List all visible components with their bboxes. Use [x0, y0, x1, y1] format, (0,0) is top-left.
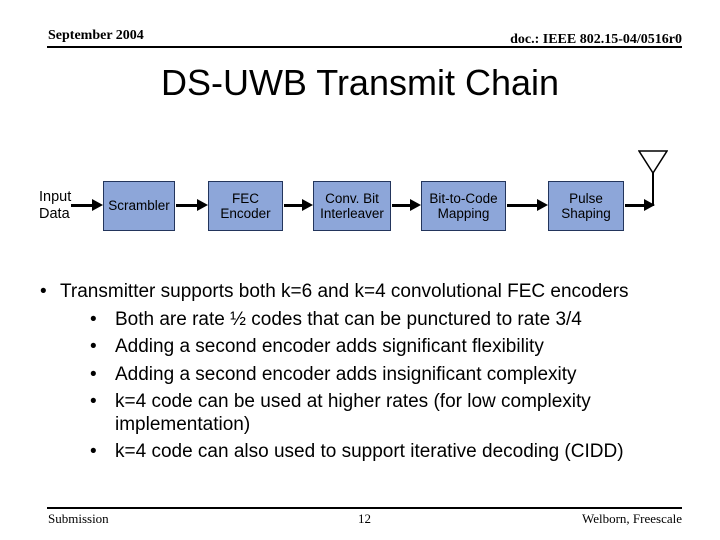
bullet-text: k=4 code can also used to support iterat…: [115, 441, 624, 462]
diagram-block-bit-to-code-mapping: Bit-to-Code Mapping: [421, 181, 506, 231]
bullet-text: Both are rate ½ codes that can be punctu…: [115, 308, 582, 330]
bullet-item: • Transmitter supports both k=6 and k=4 …: [40, 281, 685, 304]
slide-title: DS-UWB Transmit Chain: [160, 62, 560, 103]
flow-arrow-head: [302, 199, 313, 211]
flow-arrow-line: [625, 204, 646, 207]
antenna-feed-line: [652, 172, 654, 206]
bullet-marker: •: [90, 391, 97, 412]
block-label: Pulse Shaping: [561, 190, 611, 222]
footer-page-number: 12: [358, 511, 371, 526]
flow-arrow-line: [392, 204, 412, 207]
flow-arrow-line: [284, 204, 304, 207]
bullet-marker: •: [90, 441, 97, 462]
bullet-item: • Adding a second encoder adds insignifi…: [90, 364, 685, 387]
diagram-input-data-label: Input Data: [39, 189, 72, 222]
diagram-block-pulse-shaping: Pulse Shaping: [548, 181, 624, 231]
flow-arrow-line: [176, 204, 199, 207]
bullet-item: • Both are rate ½ codes that can be punc…: [90, 309, 685, 332]
flow-arrow-line: [507, 204, 539, 207]
bullet-text: Adding a second encoder adds significant…: [115, 336, 544, 357]
bullet-marker: •: [90, 336, 97, 357]
flow-arrow-line: [71, 204, 94, 207]
diagram-block-conv-bit-interleaver: Conv. Bit Interleaver: [313, 181, 391, 231]
block-label: Bit-to-Code Mapping: [429, 190, 498, 222]
header-doc-number: doc.: IEEE 802.15-04/0516r0: [510, 32, 682, 47]
bullet-marker: •: [90, 308, 97, 330]
footer-divider: [47, 507, 682, 509]
block-label: FEC Encoder: [220, 190, 271, 222]
bullet-text: Transmitter supports both k=6 and k=4 co…: [60, 281, 629, 302]
footer-author: Welborn, Freescale: [581, 511, 682, 526]
block-label: Scrambler: [108, 198, 170, 214]
diagram-block-scrambler: Scrambler: [103, 181, 175, 231]
flow-arrow-head: [537, 199, 548, 211]
bullet-item: • k=4 code can also used to support iter…: [90, 441, 685, 464]
bullet-item: • Adding a second encoder adds significa…: [90, 336, 685, 359]
header-divider: [47, 46, 682, 48]
bullet-list: • Transmitter supports both k=6 and k=4 …: [40, 281, 685, 469]
bullet-text: Adding a second encoder adds insignifica…: [115, 363, 577, 385]
bullet-marker: •: [40, 281, 47, 302]
diagram-block-fec-encoder: FEC Encoder: [208, 181, 283, 231]
bullet-text: k=4 code can be used at higher rates (fo…: [115, 391, 591, 435]
footer-submission: Submission: [48, 511, 109, 526]
flow-arrow-head: [410, 199, 421, 211]
block-label: Conv. Bit Interleaver: [320, 190, 384, 222]
header-date: September 2004: [48, 28, 144, 43]
flow-arrow-head: [92, 199, 103, 211]
flow-arrow-head: [197, 199, 208, 211]
antenna-icon: [638, 150, 668, 174]
bullet-item: • k=4 code can be used at higher rates (…: [90, 391, 685, 436]
flow-arrow-head: [644, 199, 655, 211]
bullet-marker: •: [90, 363, 97, 385]
